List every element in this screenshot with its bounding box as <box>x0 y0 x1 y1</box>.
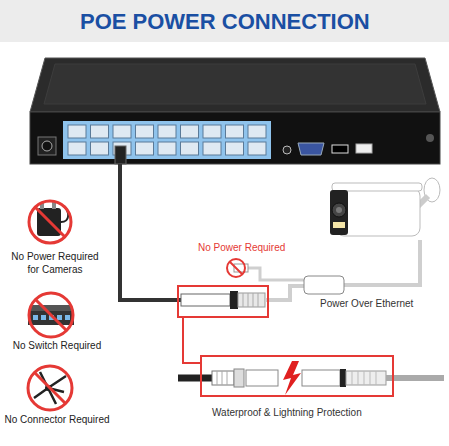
ethernet-port <box>181 125 199 138</box>
poe-connector <box>230 291 238 309</box>
poe-cable <box>344 240 420 285</box>
ethernet-port <box>203 142 221 155</box>
nvr-rear-connectors <box>38 137 56 155</box>
bullet-camera <box>333 222 345 228</box>
ethernet-cable <box>115 146 126 164</box>
feature-label: No Power Required for Cameras <box>7 250 103 276</box>
power-adapter-crossed <box>35 207 65 237</box>
ethernet-port <box>248 142 266 155</box>
switch-crossed <box>35 299 67 331</box>
dc-plug-crossed <box>227 259 245 277</box>
bullet-camera <box>330 190 348 235</box>
ethernet-port <box>136 142 154 155</box>
bullet-camera <box>336 207 342 213</box>
waterproof-connector <box>234 369 244 387</box>
ethernet-port <box>68 125 86 138</box>
ethernet-port <box>91 142 109 155</box>
power-adapter-crossed <box>29 201 71 243</box>
poe-cable <box>304 276 344 294</box>
waterproof-connector <box>217 371 227 385</box>
ethernet-port <box>158 142 176 155</box>
splitter-cable-crossed <box>34 372 66 404</box>
splitter-cable-crossed <box>34 372 66 404</box>
nvr-recorder <box>30 58 440 112</box>
ethernet-port <box>181 142 199 155</box>
power-adapter-crossed <box>29 201 71 243</box>
nvr-rear-connectors <box>283 146 291 154</box>
switch-crossed <box>33 315 38 320</box>
poe-cable <box>265 286 305 300</box>
ethernet-port <box>68 142 86 155</box>
waterproof-connector <box>178 361 444 395</box>
ethernet-port <box>248 125 266 138</box>
waterproof-connector <box>246 370 278 386</box>
ethernet-port <box>113 125 131 138</box>
switch-crossed <box>28 305 74 311</box>
ethernet-port <box>91 125 109 138</box>
switch-crossed <box>65 315 70 320</box>
waterproof-connector <box>178 375 214 382</box>
feature-label: No Switch Required <box>3 339 111 352</box>
bullet-camera <box>332 203 346 217</box>
highlight-box: Power Over Ethernet <box>177 285 269 318</box>
nvr-rear-connectors <box>298 143 324 155</box>
highlight-box: Waterproof & Lightning Protection <box>200 355 394 397</box>
nvr-rear-connectors <box>38 137 372 155</box>
node-caption: Waterproof & Lightning Protection <box>212 407 402 419</box>
switch-crossed <box>41 315 46 320</box>
splitter-cable-crossed <box>28 366 72 410</box>
ethernet-port <box>68 125 266 155</box>
poe-connector <box>238 293 265 307</box>
bullet-camera <box>336 188 420 236</box>
nvr-recorder <box>44 64 426 104</box>
waterproof-connector <box>340 369 346 387</box>
splitter-cable-crossed <box>28 366 72 410</box>
waterproof-connector <box>302 370 340 386</box>
poe-cable <box>248 268 305 280</box>
bullet-camera <box>330 178 440 236</box>
nvr-recorder <box>30 112 440 164</box>
switch-crossed <box>57 315 62 320</box>
feature-label: No Connector Required <box>3 413 111 426</box>
dc-plug-crossed <box>227 259 248 277</box>
bullet-camera <box>332 183 422 191</box>
waterproof-connector <box>386 375 444 381</box>
nvr-rear-connectors <box>332 145 348 153</box>
waterproof-connector <box>283 361 301 395</box>
nvr-rear-connectors <box>42 141 52 151</box>
ethernet-cable <box>120 164 181 300</box>
nvr-recorder <box>63 121 271 159</box>
switch-crossed <box>28 293 74 337</box>
nvr-recorder <box>426 134 434 142</box>
title: POE POWER CONNECTION <box>80 9 370 35</box>
red-connector-line <box>183 318 200 363</box>
ethernet-port <box>203 125 221 138</box>
warning-label: No Power Required <box>198 241 318 254</box>
ethernet-port <box>226 125 244 138</box>
nvr-recorder <box>30 58 440 164</box>
ethernet-cable <box>115 146 181 300</box>
node-caption: Power Over Ethernet <box>320 298 408 310</box>
waterproof-connector <box>212 371 234 385</box>
waterproof-connector <box>352 371 376 385</box>
poe-connector <box>181 291 265 309</box>
ethernet-port <box>158 125 176 138</box>
ethernet-port <box>136 125 154 138</box>
switch-crossed <box>29 293 73 337</box>
poe-connector <box>181 294 230 306</box>
dc-plug-crossed <box>230 262 242 274</box>
poe-connector <box>243 293 258 307</box>
ethernet-port <box>226 142 244 155</box>
waterproof-connector <box>346 371 386 385</box>
nvr-rear-connectors <box>356 144 372 153</box>
